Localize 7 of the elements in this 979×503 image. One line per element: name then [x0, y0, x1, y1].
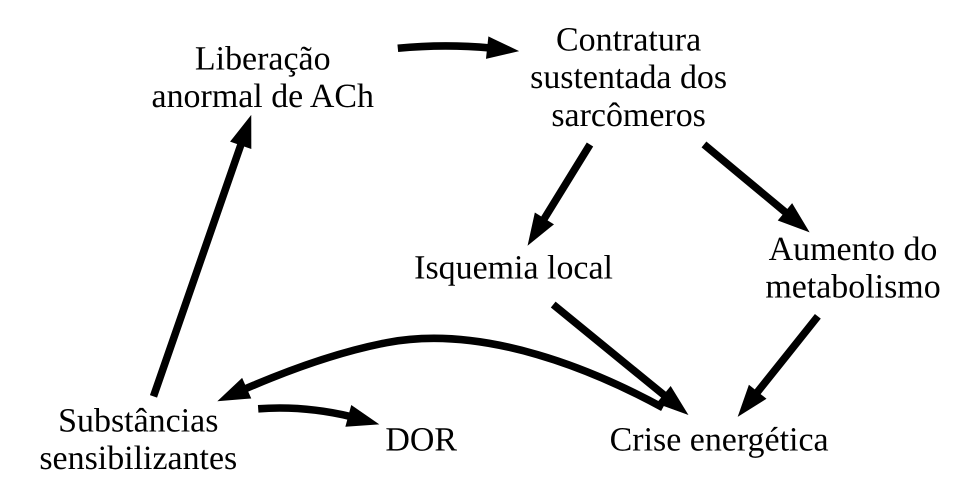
- node-text: DOR: [384, 421, 456, 458]
- node-text: Isquemia local: [414, 250, 612, 287]
- node-text: Substâncias sensibilizantes: [38, 402, 237, 478]
- node-text: Crise energética: [609, 421, 828, 458]
- node-text: Aumento do metabolismo: [764, 230, 940, 306]
- node-text: Contratura sustentada dos sarcômeros: [530, 21, 727, 134]
- node-text: Liberação anormal de ACh: [151, 40, 374, 116]
